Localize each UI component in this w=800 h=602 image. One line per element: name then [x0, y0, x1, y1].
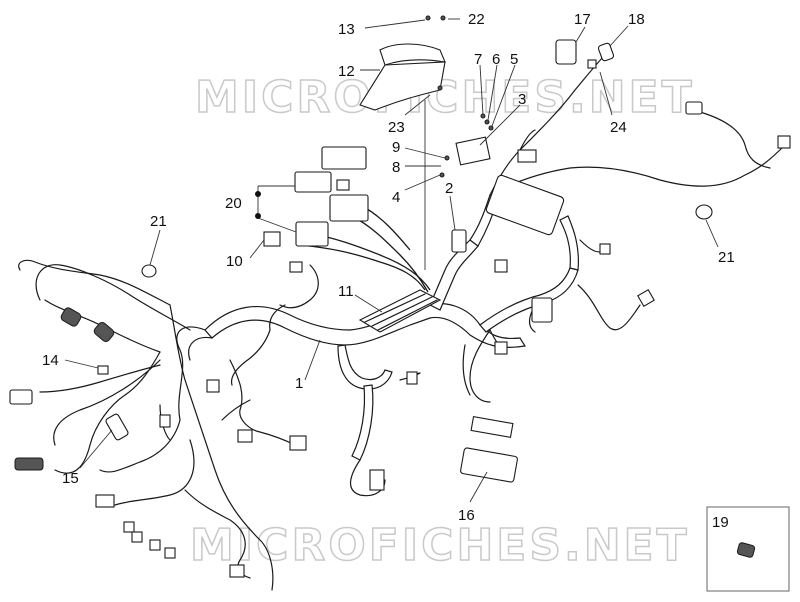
cable-sleeve [358, 289, 442, 333]
callout-13: 13 [338, 21, 355, 38]
watermark-top: MICROFICHES.NET [195, 72, 695, 123]
callout-8: 8 [392, 159, 400, 176]
part-19-icon [736, 542, 756, 558]
callout-6: 6 [492, 51, 500, 68]
callout-18: 18 [628, 11, 645, 28]
callout-1: 1 [295, 375, 303, 392]
callout-14: 14 [42, 352, 59, 369]
callout-labels: 13 22 17 18 12 7 6 5 3 24 23 9 8 4 2 20 … [42, 11, 735, 531]
callout-3: 3 [518, 91, 526, 108]
bracket-12 [359, 43, 446, 111]
relay-module [451, 174, 565, 253]
callout-17: 17 [574, 11, 591, 28]
watermark-bottom: MICROFICHES.NET [190, 520, 690, 571]
callout-16: 16 [458, 507, 475, 524]
main-harness [18, 54, 786, 591]
callout-7: 7 [474, 51, 482, 68]
callout-19: 19 [712, 514, 729, 531]
callout-24: 24 [610, 119, 627, 136]
connectors [9, 101, 791, 578]
callout-23: 23 [388, 119, 405, 136]
callout-21-right: 21 [718, 249, 735, 266]
fuse-box-group [263, 146, 369, 247]
callout-15: 15 [62, 470, 79, 487]
leader-lines [64, 18, 719, 503]
callout-5: 5 [510, 51, 518, 68]
callout-20: 20 [225, 195, 242, 212]
callout-12: 12 [338, 63, 355, 80]
callout-22: 22 [468, 11, 485, 28]
callout-9: 9 [392, 139, 400, 156]
callout-10: 10 [226, 253, 243, 270]
marker-dot-upper [255, 191, 261, 197]
callout-4: 4 [392, 189, 400, 206]
callout-11: 11 [338, 283, 354, 300]
callout-21-left: 21 [150, 213, 167, 230]
inset-box-19 [706, 506, 790, 592]
marker-dot-lower [255, 213, 261, 219]
callout-2: 2 [445, 180, 453, 197]
